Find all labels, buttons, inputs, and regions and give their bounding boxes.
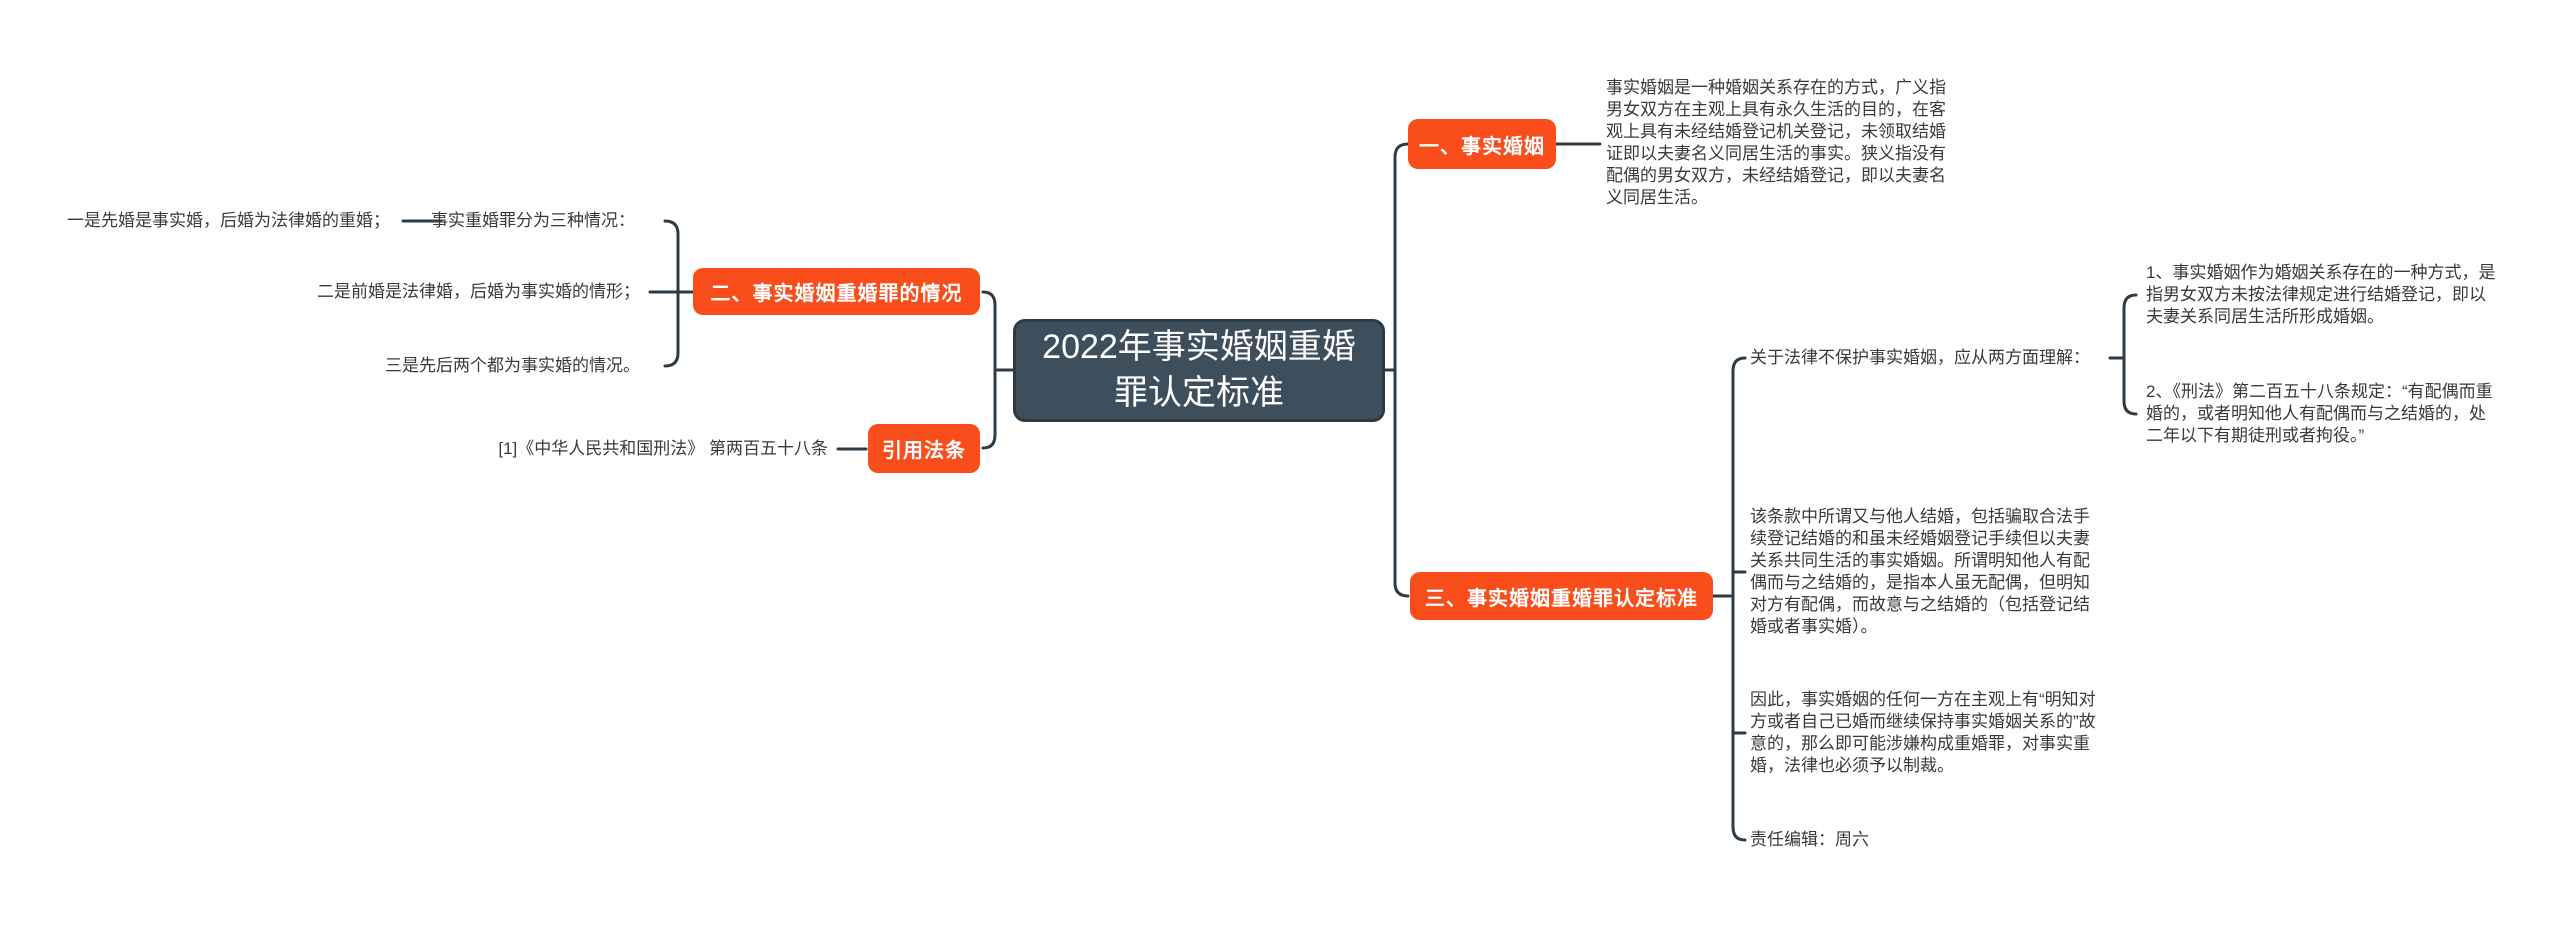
topic-conclusion[interactable]: 因此，事实婚姻的任何一方在主观上有“明知对方或者自己已婚而继续保持事实婚姻关系的… xyxy=(1750,690,2096,775)
topic-fact-marriage-detail[interactable]: 事实婚姻是一种婚姻关系存在的方式，广义指男女双方在主观上具有永久生活的目的，在客… xyxy=(1606,78,1946,207)
topic-editor-note[interactable]: 责任编辑：周六 xyxy=(1750,830,1869,849)
node-determination-standard[interactable]: 三、事实婚姻重婚罪认定标准 xyxy=(1410,572,1713,620)
topic-situation-2[interactable]: 二是前婚是法律婚，后婚为事实婚的情形； xyxy=(317,282,640,301)
topic-situation-1[interactable]: 一是先婚是事实婚，后婚为法律婚的重婚； xyxy=(67,211,390,230)
topic-situation-3[interactable]: 三是先后两个都为事实婚的情况。 xyxy=(385,356,640,375)
topic-clause-explanation[interactable]: 该条款中所谓又与他人结婚，包括骗取合法手续登记结婚的和虽未经婚姻登记手续但以夫妻… xyxy=(1750,507,2090,636)
topic-situations-intro[interactable]: 事实重婚罪分为三种情况： xyxy=(431,211,635,230)
topic-cited-law-ref[interactable]: [1]《中华人民共和国刑法》 第两百五十八条 xyxy=(498,439,828,458)
topic-understanding-point-2[interactable]: 2、《刑法》第二百五十八条规定：“有配偶而重婚的，或者明知他人有配偶而与之结婚的… xyxy=(2146,382,2493,445)
root-node[interactable]: 2022年事实婚姻重婚罪认定标准 xyxy=(1013,319,1385,422)
node-cited-law[interactable]: 引用法条 xyxy=(868,424,980,473)
topic-understanding-point-1[interactable]: 1、事实婚姻作为婚姻关系存在的一种方式，是指男女双方未按法律规定进行结婚登记，即… xyxy=(2146,263,2496,326)
node-bigamy-situations[interactable]: 二、事实婚姻重婚罪的情况 xyxy=(693,268,980,315)
node-fact-marriage[interactable]: 一、事实婚姻 xyxy=(1408,119,1556,169)
topic-law-understanding[interactable]: 关于法律不保护事实婚姻，应从两方面理解： xyxy=(1750,348,2090,367)
